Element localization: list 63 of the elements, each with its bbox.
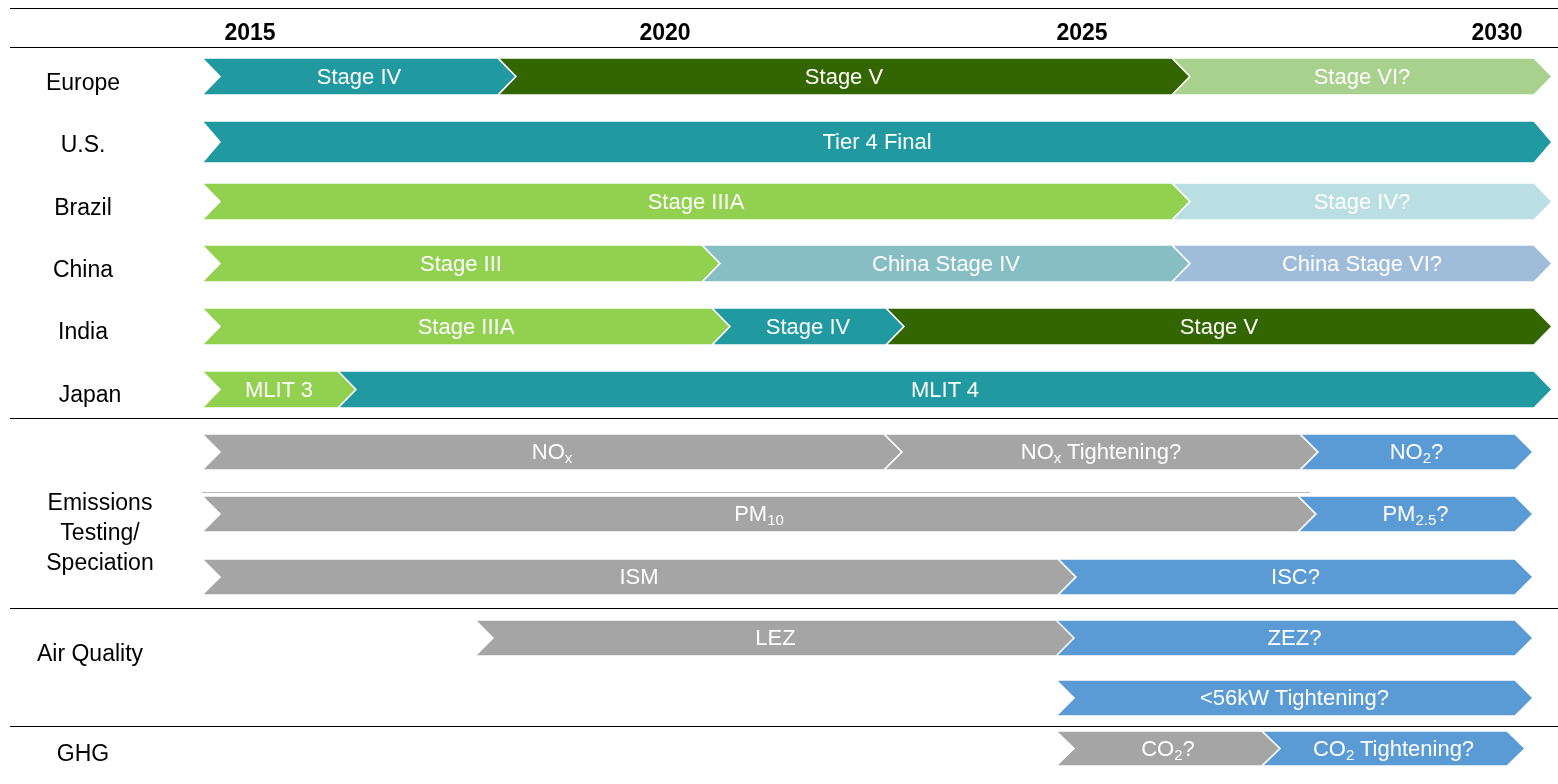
stage-label: NO$_{2}$? <box>1388 439 1445 465</box>
stage-label: NO$_{x}$ <box>530 439 574 465</box>
stage-label: China Stage VI? <box>1280 250 1444 277</box>
row-label: Europe <box>45 68 121 98</box>
stage-label: <56kW Tightening? <box>1199 685 1390 711</box>
stage-label: Stage VI? <box>1312 63 1412 90</box>
chevron-bar <box>1056 620 1533 656</box>
chevron-bar <box>1300 434 1533 470</box>
row-label: Japan <box>58 380 122 410</box>
stage-label: Stage V <box>1178 313 1260 340</box>
year-label: 2030 <box>1471 18 1523 48</box>
year-label: 2020 <box>639 18 691 48</box>
stage-label: Stage V <box>803 63 885 90</box>
chevron-bar <box>202 308 730 345</box>
chevron-bar <box>886 308 1552 345</box>
chevron-bar <box>1056 680 1533 716</box>
year-label: 2015 <box>224 18 276 48</box>
stage-label: Stage IV <box>764 313 852 340</box>
row-label: China <box>52 255 114 285</box>
row-label: GHG <box>56 739 110 769</box>
stage-label: Stage IIIA <box>646 188 746 215</box>
chevron-bar <box>1058 559 1533 595</box>
stage-label: Stage IV <box>315 63 403 90</box>
stage-label: ISM <box>618 564 660 590</box>
row-label: India <box>58 317 108 347</box>
row-label: Air Quality <box>36 639 144 669</box>
stage-label: PM$_{10}$ <box>733 501 785 527</box>
stage-label: PM$_{2.5}$? <box>1381 501 1450 527</box>
chevron-bar <box>202 496 1316 532</box>
chevron-bar <box>338 371 1552 408</box>
stage-label: Stage IV? <box>1312 188 1412 215</box>
stage-label: ISC? <box>1270 564 1321 590</box>
row-label: U.S. <box>60 130 106 160</box>
chevron-bar <box>202 371 356 408</box>
year-label: 2025 <box>1056 18 1108 48</box>
stage-label: CO$_{2}$ Tightening? <box>1311 735 1476 762</box>
stage-label: MLIT 4 <box>909 376 981 403</box>
chevron-bar <box>202 58 516 95</box>
chevron-bar <box>1298 496 1533 532</box>
row-label: Brazil <box>54 193 112 223</box>
chevron-bar <box>202 245 720 282</box>
chevron-bar <box>884 434 1318 470</box>
stage-label: MLIT 3 <box>243 376 315 403</box>
stage-label: Tier 4 Final <box>821 129 933 155</box>
stage-label: LEZ <box>754 625 797 651</box>
chevron-bar <box>202 559 1076 595</box>
chevron-bar <box>202 434 902 470</box>
chevron-bar <box>1172 58 1552 95</box>
row-label: Emissions Testing/ Speciation <box>45 488 155 577</box>
chevron-bar <box>1262 731 1525 766</box>
chevron-bar <box>202 121 1552 163</box>
stage-label: Stage IIIA <box>416 313 516 340</box>
stage-label: ZEZ? <box>1266 625 1323 651</box>
chevron-bar <box>702 245 1190 282</box>
stage-label: CO$_{2}$? <box>1140 735 1196 762</box>
chevron-bar <box>498 58 1190 95</box>
chevron-bar <box>1172 183 1552 220</box>
stage-label: China Stage IV <box>871 250 1021 277</box>
chevron-bar <box>1056 731 1280 766</box>
chevron-bar <box>202 183 1190 220</box>
chevron-bar <box>1172 245 1552 282</box>
stage-label: Stage III <box>419 250 503 277</box>
stage-label: NO$_{x}$ Tightening? <box>1019 439 1183 465</box>
